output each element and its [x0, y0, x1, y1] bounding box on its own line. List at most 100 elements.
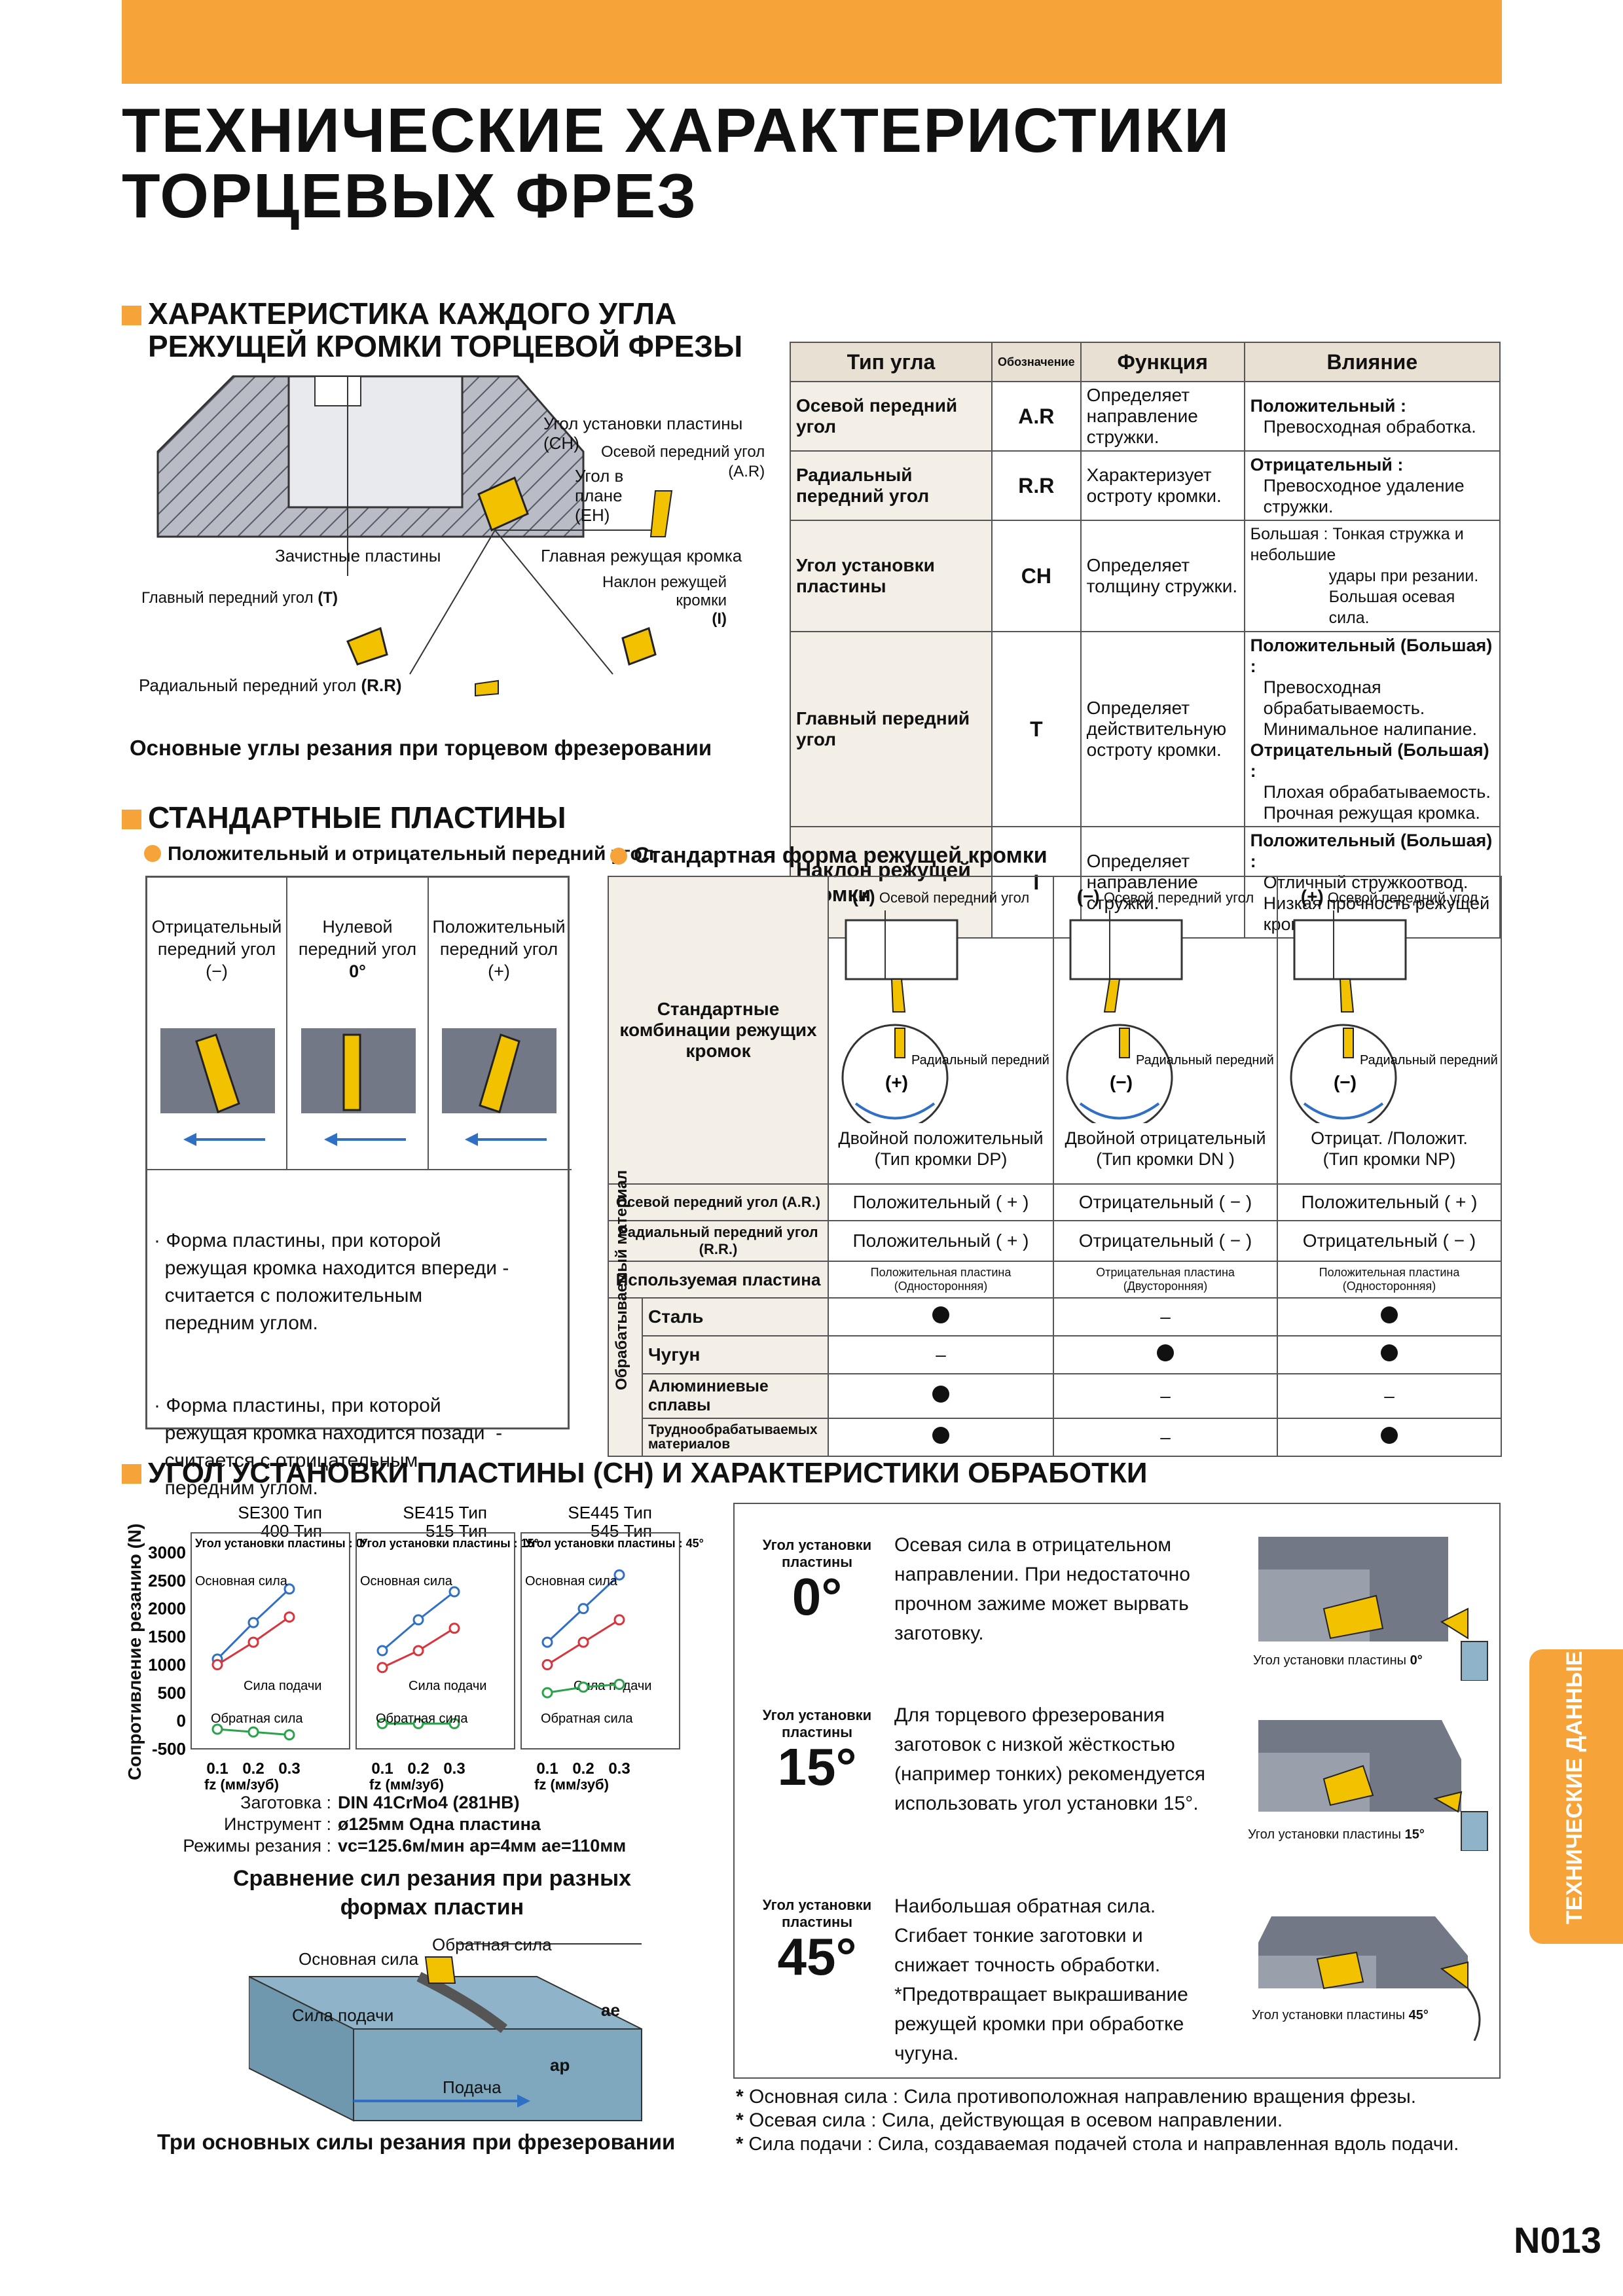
y-axis-title: Сопротивление резанию (N): [124, 1523, 145, 1780]
data-point: [247, 1636, 259, 1648]
data-point: [247, 1726, 259, 1738]
series-label: Сила подачи: [244, 1679, 321, 1693]
insert-icon: [477, 476, 529, 532]
series-label: Основная сила: [525, 1574, 618, 1588]
arrow-left-icon: [465, 1133, 478, 1146]
table-row: Радиальный передний угол R.R Характеризу…: [790, 450, 1501, 521]
arrow-left-icon: [183, 1133, 196, 1146]
series-label: Сила подачи: [409, 1679, 486, 1693]
x-tick-label: 0.3: [278, 1760, 300, 1778]
key-slot-shape: [314, 376, 361, 406]
arrow-right-icon: [517, 2094, 530, 2108]
edge-dn-illustration: (−) Радиальный передний угол: [1066, 910, 1304, 1131]
svg-text:Радиальный передний угол: Радиальный передний угол: [911, 1053, 1049, 1067]
table-row: Осевой передний угол A.R Определяет напр…: [790, 381, 1501, 452]
chart-panel-title: Угол установки пластины : 0°: [195, 1537, 367, 1550]
table-row: Труднообрабатываемых материалов –: [608, 1418, 1502, 1457]
angle-15-pic-label: Угол установки пластины 15°: [1248, 1827, 1425, 1842]
material-group-label: Обрабатываемый материал: [608, 1170, 643, 1457]
chart-type-title: SE445 Тип: [568, 1503, 652, 1522]
data-point: [448, 1586, 460, 1598]
x-tick-label: 0.2: [572, 1760, 594, 1778]
data-point: [211, 1723, 223, 1735]
data-point: [283, 1611, 295, 1623]
data-point: [613, 1569, 625, 1581]
page-number: N013: [1514, 2219, 1601, 2261]
y-tick-label: -500: [152, 1739, 186, 1759]
page-title: ТЕХНИЧЕСКИЕ ХАРАКТЕРИСТИКИ ТОРЦЕВЫХ ФРЕЗ: [122, 98, 1230, 229]
chart-type-title: 545 Тип: [591, 1521, 652, 1541]
data-point: [541, 1659, 553, 1670]
cutter-angles-diagram: [156, 375, 673, 697]
data-point: [412, 1614, 424, 1626]
x-tick-label: 0.2: [407, 1760, 429, 1778]
table-row: Осевой передний угол (A.R.) Положительны…: [608, 1183, 1502, 1221]
series-label: Основная сила: [360, 1574, 453, 1588]
data-point: [376, 1717, 388, 1729]
edge-type-np: (+) Осевой передний угол (−) Радиальный …: [1277, 876, 1527, 1185]
insert-icon: [1440, 1961, 1468, 1990]
square-bullet-icon: [122, 810, 141, 829]
x-axis-label: fz (мм/зуб): [369, 1776, 444, 1793]
y-tick-label: 0: [177, 1711, 186, 1731]
edge-dp-illustration: (+) Радиальный передний угол: [841, 910, 1079, 1131]
block-feed-dir-label: Подача: [443, 2077, 501, 2097]
data-point: [577, 1681, 589, 1693]
material-cell: –: [1053, 1297, 1278, 1336]
sub-right-heading: Стандартная форма режущей кромки: [610, 843, 1048, 869]
table-row: Главный передний угол T Определяет дейст…: [790, 631, 1501, 827]
setting-angle-box: Угол установки пластины 0° Осевая сила в…: [733, 1503, 1501, 2079]
chart-type-title: SE415 Тип: [403, 1503, 487, 1522]
edge-type-dp: (+) Осевой передний угол (+) Радиальный …: [828, 876, 1079, 1185]
data-point: [541, 1687, 553, 1698]
data-point: [412, 1717, 424, 1729]
y-tick-label: 2000: [148, 1599, 186, 1619]
insert-icon: [1322, 1594, 1384, 1640]
data-point: [283, 1729, 295, 1741]
series-label: Сила подачи: [574, 1679, 651, 1693]
side-tab[interactable]: ТЕХНИЧЕСКИЕ ДАННЫЕ: [1529, 1649, 1623, 1944]
chart-type-title: 400 Тип: [261, 1521, 322, 1541]
svg-text:Радиальный передний угол: Радиальный передний угол: [1136, 1053, 1273, 1067]
top-accent-bar: [122, 0, 1502, 84]
section3-heading: УГОЛ УСТАНОВКИ ПЛАСТИНЫ (CH) И ХАРАКТЕРИ…: [122, 1457, 1147, 1490]
data-point: [283, 1583, 295, 1595]
x-tick-label: 0.1: [371, 1760, 393, 1778]
data-point: [412, 1645, 424, 1657]
block-back-force-label: Обратная сила: [432, 1935, 552, 1954]
three-forces-block-illustration: [249, 1943, 642, 2122]
data-point: [613, 1614, 625, 1626]
svg-text:Радиальный передний угол: Радиальный передний угол: [1360, 1053, 1497, 1067]
insert-icon: [1316, 1951, 1364, 1990]
angle-45-pic-label: Угол установки пластины 45°: [1252, 2008, 1429, 2022]
y-tick-label: 1000: [148, 1655, 186, 1674]
data-point: [448, 1623, 460, 1634]
y-tick-label: 2500: [148, 1571, 186, 1590]
chart-type-title: SE300 Тип: [238, 1503, 322, 1522]
circle-bullet-icon: [144, 845, 161, 862]
table-header: Влияние: [1243, 342, 1501, 382]
x-tick-label: 0.2: [242, 1760, 264, 1778]
page-title-line2: ТОРЦЕВЫХ ФРЕЗ: [122, 161, 698, 231]
rr-insert-icon: [475, 679, 499, 697]
chart-panel-title: Угол установки пластины : 15°: [360, 1537, 539, 1550]
material-cell: [1277, 1335, 1502, 1374]
x-axis-label: fz (мм/зуб): [534, 1776, 609, 1793]
angle-characteristics-table: Тип угла Обозначение Функция Влияние Осе…: [790, 342, 1501, 939]
series-label: Обратная сила: [541, 1712, 633, 1726]
data-point: [247, 1617, 259, 1628]
square-bullet-icon: [122, 1464, 141, 1484]
footnote: * Сила подачи : Сила, создаваемая подаче…: [736, 2134, 1459, 2155]
three-forces-caption: Три основных силы резания при фрезерован…: [157, 2130, 676, 2154]
rr-label: Радиальный передний угол (R.R): [139, 675, 402, 695]
zero-insert-icon: [342, 1033, 361, 1111]
svg-text:(−): (−): [1110, 1072, 1133, 1092]
y-tick-label: 3000: [148, 1543, 186, 1562]
t-label: Главный передний угол (T): [141, 589, 338, 607]
main-edge-label: Главная режущая кромка: [541, 546, 742, 565]
diagram-caption: Основные углы резания при торцевом фрезе…: [130, 736, 712, 760]
